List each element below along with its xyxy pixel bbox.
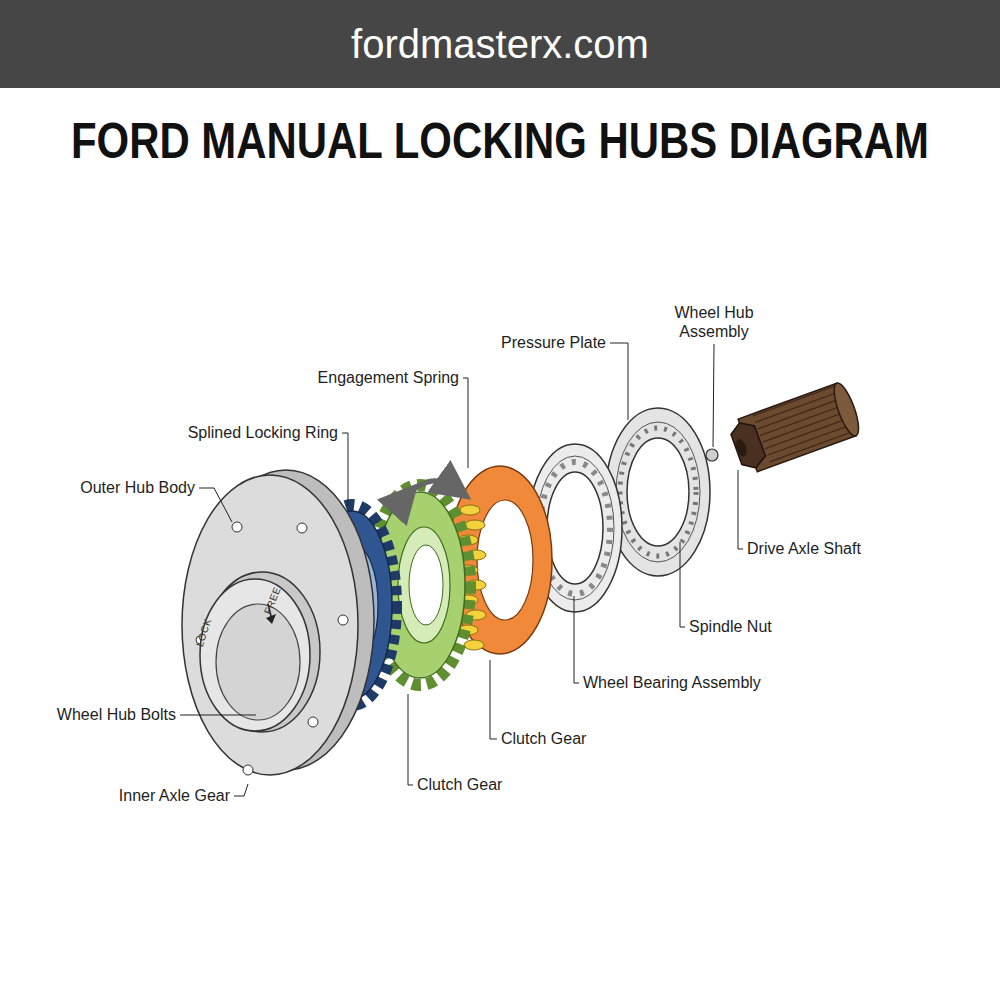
banner-text: fordmasterx.com [0,0,1000,88]
part-label: Outer Hub Body [80,479,195,497]
part-label: Splined Locking Ring [188,424,338,442]
part-label: Wheel Hub Assembly [664,303,764,341]
site-banner: fordmasterx.com [0,0,1000,88]
diagram-title: FORD MANUAL LOCKING HUBS DIAGRAM [71,112,929,170]
washer [706,449,718,461]
drive-axle-shaft [727,380,864,475]
part-label: Drive Axle Shaft [747,540,861,558]
outer-bearing [606,408,710,576]
part-label: Wheel Hub Bolts [57,706,176,724]
part-label: Pressure Plate [501,334,606,352]
part-label: Inner Axle Gear [119,787,230,805]
part-label: Spindle Nut [689,618,772,636]
rotation-arrow [405,481,455,498]
part-label: Wheel Bearing Assembly [583,674,761,692]
leader-lines [180,343,743,796]
outer-hub-body [182,470,374,775]
part-label: Engagement Spring [318,369,459,387]
part-label: Clutch Gear [417,776,502,794]
part-label: Clutch Gear [501,730,586,748]
